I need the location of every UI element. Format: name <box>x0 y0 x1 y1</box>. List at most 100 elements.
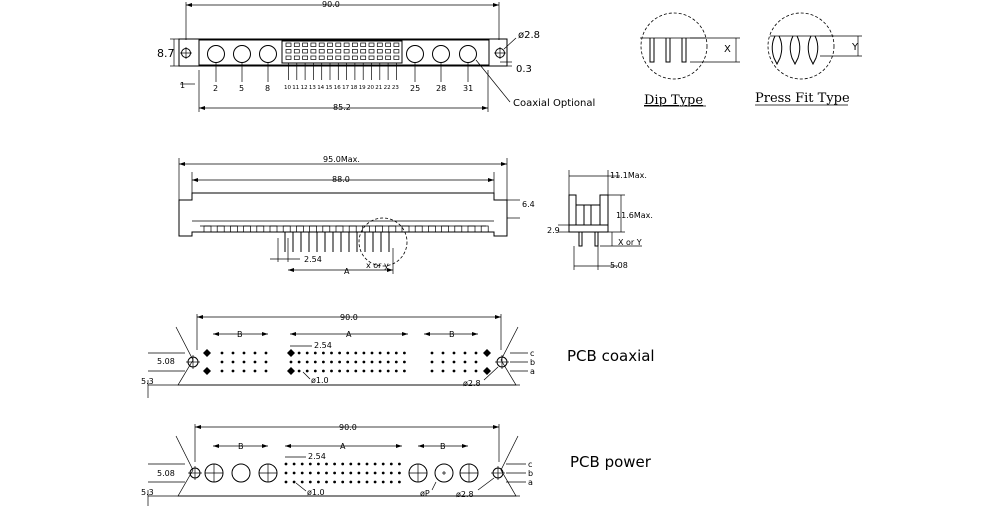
pcb-hole <box>452 369 456 373</box>
signal-contact <box>302 55 308 60</box>
signal-contact <box>285 42 292 47</box>
pcb-hole <box>308 462 312 466</box>
signal-pin-block <box>285 42 400 80</box>
signal-contact <box>352 49 358 54</box>
contact-tooth <box>348 225 357 233</box>
pcbc-b-right: B <box>449 330 455 339</box>
signal-contact <box>310 55 317 60</box>
pcbc-row-a: a <box>530 367 535 376</box>
signal-contact <box>285 49 292 54</box>
pcb-hole <box>349 480 353 484</box>
coax-label-5: 5 <box>239 84 244 93</box>
signal-contact <box>335 42 342 47</box>
pcb-hole <box>389 471 393 475</box>
pcb-hole <box>474 369 478 373</box>
pcb-hole <box>378 360 382 364</box>
pcb-hole <box>389 462 393 466</box>
pcbc-a-dim: A <box>346 330 352 339</box>
pcb-hole <box>362 369 366 373</box>
press-fit-type-label: Press Fit Type <box>755 91 850 106</box>
pcb-hole <box>362 360 366 364</box>
pin-label: 10 <box>284 85 291 91</box>
pcbc-mount-dim: ø2.8 <box>463 379 481 388</box>
pcb-hole <box>308 480 312 484</box>
pin-label: 11 <box>292 85 299 91</box>
front-overall-dim: 95.0Max. <box>323 155 360 164</box>
pcb-hole <box>242 351 246 355</box>
pin-label: 16 <box>334 85 341 91</box>
front-inner-dim: 88.0 <box>332 175 350 184</box>
contact-tooth <box>282 225 291 233</box>
pcbp-hole-dim: ø1.0 <box>307 488 325 497</box>
signal-contact <box>368 49 375 54</box>
pcb-hole <box>370 360 374 364</box>
pcb-hole <box>362 351 366 355</box>
pcb-hole <box>253 351 257 355</box>
pin-label: 20 <box>367 85 374 91</box>
detail-views: X Dip Type Y Press Fit Type <box>640 12 862 108</box>
pcb-hole <box>341 471 345 475</box>
pcb-hole <box>330 369 333 373</box>
side-width-dim: 11.1Max. <box>610 171 647 180</box>
top-height-dim: 8.7 <box>157 47 175 60</box>
contact-tooth <box>375 225 383 233</box>
pcbc-width-dim: 90.0 <box>340 313 358 322</box>
pcb-hole <box>403 369 406 373</box>
pcb-hole <box>325 471 328 475</box>
pcb-hole <box>381 480 385 484</box>
signal-contact <box>293 49 300 54</box>
contact-tooth <box>203 225 212 233</box>
pcbc-b-left: B <box>237 330 243 339</box>
top-hole-dim: ø2.8 <box>518 30 540 41</box>
pcbc-hole-dim: ø1.0 <box>311 376 329 385</box>
pcb-hole <box>300 462 304 466</box>
signal-contact <box>302 42 308 47</box>
pcb-hole <box>349 471 353 475</box>
pcbp-mount-dim: ø2.8 <box>456 490 474 499</box>
pcb-coaxial-layout: 90.0 B A B 2.54 5.08 5.3 ø1.0 ø2.8 <box>141 313 655 398</box>
front-view: 95.0Max. 88.0 6.4 2.54 A x or y <box>178 155 535 276</box>
coax-label-28: 28 <box>436 84 446 93</box>
signal-contact <box>385 42 391 47</box>
pcbp-row-a: a <box>528 478 533 487</box>
front-height-dim: 6.4 <box>522 200 535 209</box>
pcb-hole <box>292 471 296 475</box>
pcb-hole <box>264 360 268 364</box>
press-dim: Y <box>851 42 859 53</box>
pcb-hole <box>403 360 406 364</box>
signal-contact <box>343 49 350 54</box>
pcb-hole <box>308 471 312 475</box>
pcbp-edge-dim: 5.3 <box>141 488 154 497</box>
pcb-hole <box>357 462 361 466</box>
pcb-hole <box>313 351 317 355</box>
signal-contact <box>393 42 400 47</box>
pcb-hole <box>370 351 374 355</box>
pcb-hole <box>325 480 328 484</box>
pcb-hole <box>231 351 235 355</box>
pcb-hole <box>300 471 304 475</box>
signal-contact <box>318 42 325 47</box>
pcb-hole <box>398 480 401 484</box>
pcbp-power-dim: øP <box>420 489 430 498</box>
pcb-coaxial-title: PCB coaxial <box>567 347 655 365</box>
pcb-hole <box>284 471 288 475</box>
signal-contact <box>310 42 317 47</box>
pcb-power-title: PCB power <box>570 453 652 471</box>
signal-contact <box>327 42 333 47</box>
top-width-dim: 90.0 <box>322 0 340 9</box>
pcb-hole <box>305 351 309 355</box>
pcb-hole <box>373 480 377 484</box>
dip-dim: X <box>724 44 731 55</box>
pcb-hole <box>297 351 301 355</box>
pcb-hole <box>463 351 467 355</box>
pcb-coaxial-holes <box>203 349 491 375</box>
pcb-hole <box>338 360 341 364</box>
signal-contact <box>310 49 317 54</box>
pcb-hole <box>341 480 345 484</box>
contact-tooth <box>388 225 397 233</box>
pcb-hole <box>284 480 288 484</box>
contact-tooth <box>243 225 251 233</box>
contact-tooth <box>269 225 278 233</box>
pcb-hole <box>386 351 390 355</box>
pcb-power-holes <box>284 462 401 484</box>
